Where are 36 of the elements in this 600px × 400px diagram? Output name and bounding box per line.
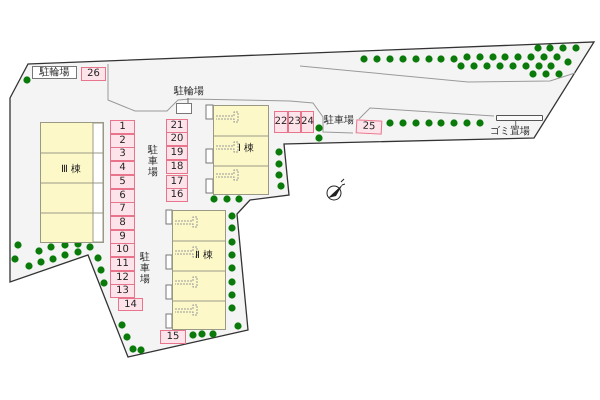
parking-space: 7 xyxy=(110,202,135,216)
parking-space: 10 xyxy=(110,243,135,257)
parking-space: 17 xyxy=(166,175,188,189)
parking-space: 9 xyxy=(110,230,135,244)
parking-space: 23 xyxy=(288,111,301,133)
area-label: ゴミ置場 xyxy=(490,126,530,137)
garbage-area xyxy=(496,115,543,121)
parking-space: 2 xyxy=(110,134,135,148)
parking-label: 駐車場 xyxy=(148,145,158,178)
bicycle-parking: 駐輪場 xyxy=(32,66,77,79)
parking-space: 8 xyxy=(110,216,135,230)
parking-space: 16 xyxy=(166,188,188,202)
parking-space: 14 xyxy=(118,298,143,311)
parking-space: 19 xyxy=(166,146,188,160)
parking-space: 11 xyxy=(110,257,135,271)
building-label: Ⅲ 棟 xyxy=(61,165,82,175)
bicycle-shelter xyxy=(176,103,192,114)
parking-space: 1 xyxy=(110,120,135,134)
area-label: 駐輪場 xyxy=(174,86,204,97)
parking-space: 4 xyxy=(110,161,135,175)
parking-space: 15 xyxy=(160,330,186,344)
parking-label: 駐車場 xyxy=(140,252,150,285)
parking-space: 26 xyxy=(81,67,106,81)
parking-space: 3 xyxy=(110,147,135,161)
building-label: Ⅱ 棟 xyxy=(195,251,214,261)
parking-space: 22 xyxy=(274,111,288,133)
parking-space: 24 xyxy=(301,111,314,133)
parking-space: 12 xyxy=(110,271,135,285)
parking-label: 駐車場 xyxy=(324,115,354,126)
parking-space: 6 xyxy=(110,189,135,203)
parking-space: 5 xyxy=(110,175,135,189)
parking-space: 20 xyxy=(166,132,188,146)
building-label: Ⅰ 棟 xyxy=(238,144,254,154)
parking-space: 13 xyxy=(110,284,135,298)
parking-space: 21 xyxy=(166,119,188,133)
parking-space: 18 xyxy=(166,160,188,174)
